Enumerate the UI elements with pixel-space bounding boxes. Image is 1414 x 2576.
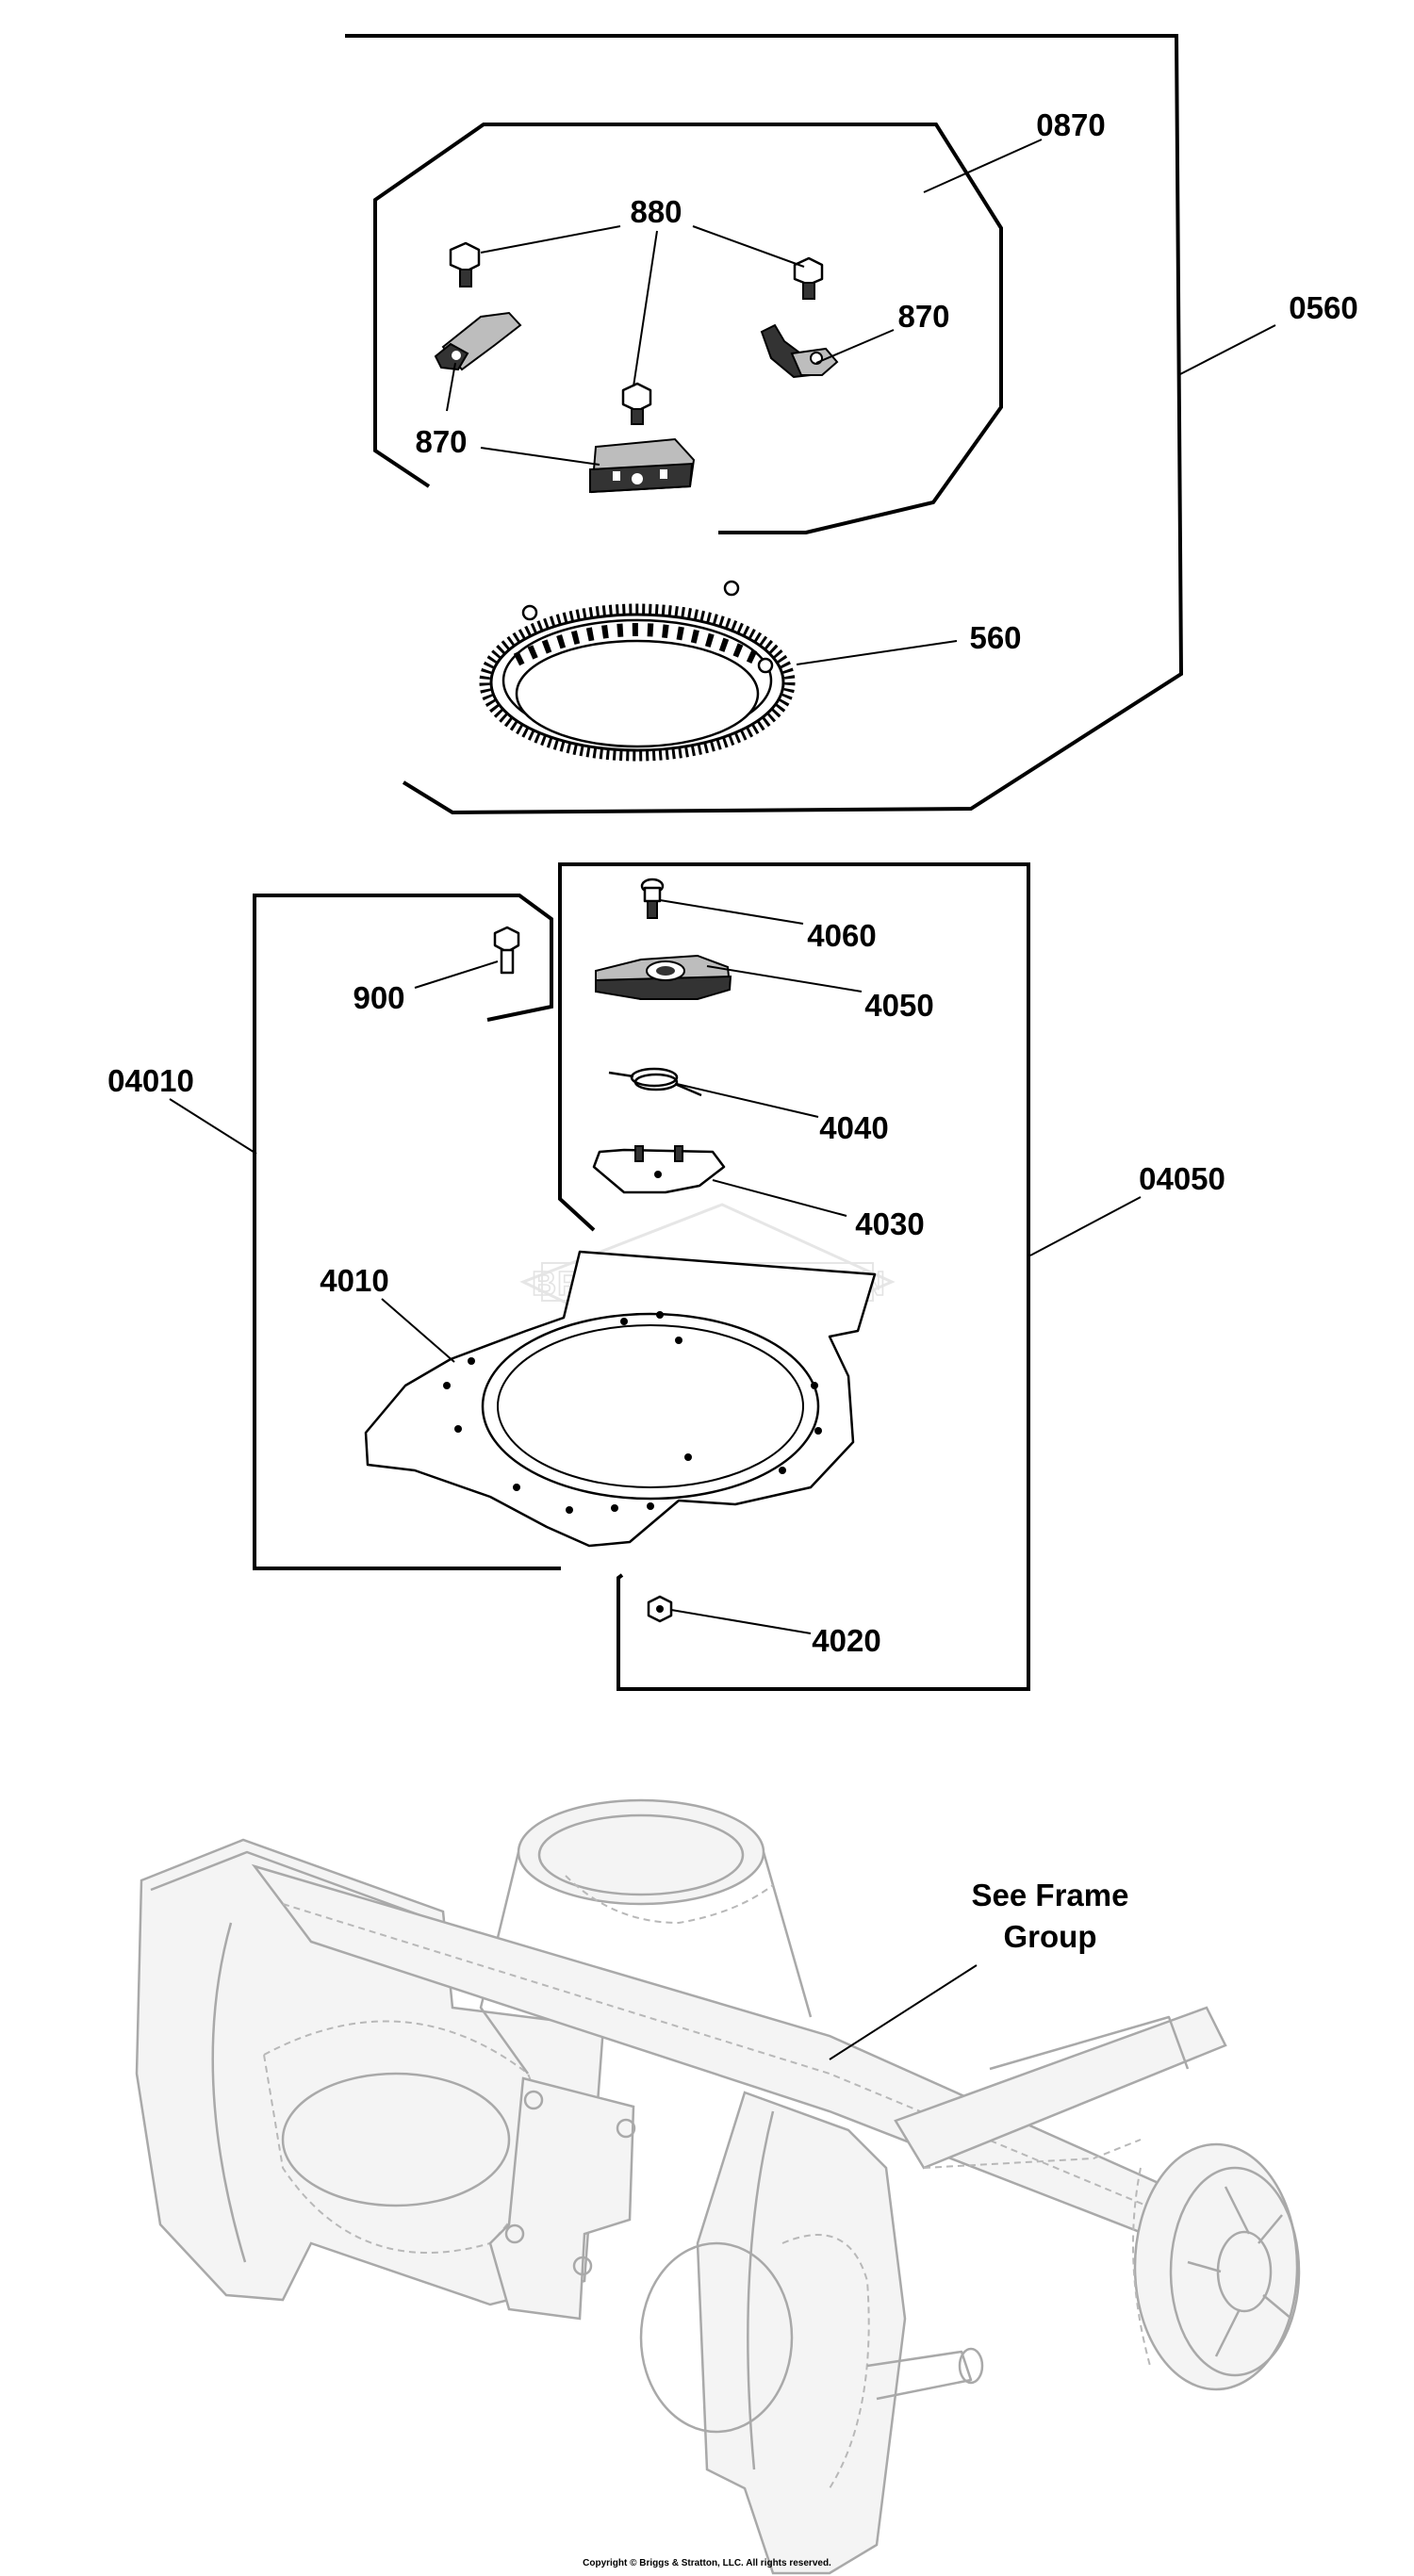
bolt-900 [493,926,520,975]
leader-04050 [1029,1196,1142,1256]
leader-880-left [480,225,621,254]
reference-note-line1: See Frame [972,1878,1129,1912]
bolt-880-left [449,241,481,287]
leader-0560 [1177,324,1276,376]
reference-note-line2: Group [1004,1919,1097,1954]
snow-thrower-frame [135,1798,1301,2575]
leader-frame-group [829,1964,978,2060]
bolt-4060 [640,878,665,919]
callout-4030: 4030 [855,1206,924,1241]
leader-4010 [381,1298,455,1363]
kit-box-0870 [373,123,1003,534]
assembly-box-0560 [345,34,1184,815]
callout-900: 900 [353,980,404,1015]
bolt-880-center [621,382,652,425]
assembly-box-04050 [558,862,1030,1691]
leader-870-left-shoe [446,362,456,412]
callout-0870: 0870 [1036,107,1105,142]
nut-4020 [647,1595,673,1623]
leader-880-center [633,230,658,387]
callout-4010: 4010 [320,1263,388,1298]
copyright-notice: Copyright © Briggs & Stratton, LLC. All … [583,2558,831,2568]
shoe-870-left [434,311,522,371]
spring-4040 [608,1067,702,1097]
leader-4030 [712,1179,847,1217]
chute-plate-4030 [592,1145,726,1194]
leader-900 [414,960,499,989]
callout-870-right: 870 [897,299,949,334]
callout-870-left: 870 [415,424,467,459]
leader-4050 [706,965,863,993]
callout-560: 560 [969,620,1021,655]
leader-0870 [923,139,1043,193]
callout-04010: 04010 [107,1063,194,1098]
assembly-box-04010 [253,894,561,1570]
leader-4020 [670,1609,812,1634]
leader-870-right [815,329,895,364]
callout-4020: 4020 [812,1623,880,1658]
callout-0560: 0560 [1289,290,1357,325]
leader-4060 [659,899,804,925]
leader-04010 [169,1098,257,1155]
leader-4040 [676,1083,819,1118]
chute-nut-4050 [595,954,732,1001]
leader-870-center-shoe [480,447,600,466]
leader-560 [796,640,958,665]
callout-4060: 4060 [807,918,876,953]
adapter-plate-4010 [364,1250,877,1548]
shoe-870-right [760,323,839,379]
leader-880-right [692,225,805,268]
callout-4050: 4050 [864,988,933,1023]
callout-4040: 4040 [819,1110,888,1145]
ring-gear-560 [479,580,796,762]
callout-880: 880 [630,194,682,229]
callout-04050: 04050 [1139,1161,1225,1196]
shoe-870-center [589,437,696,494]
